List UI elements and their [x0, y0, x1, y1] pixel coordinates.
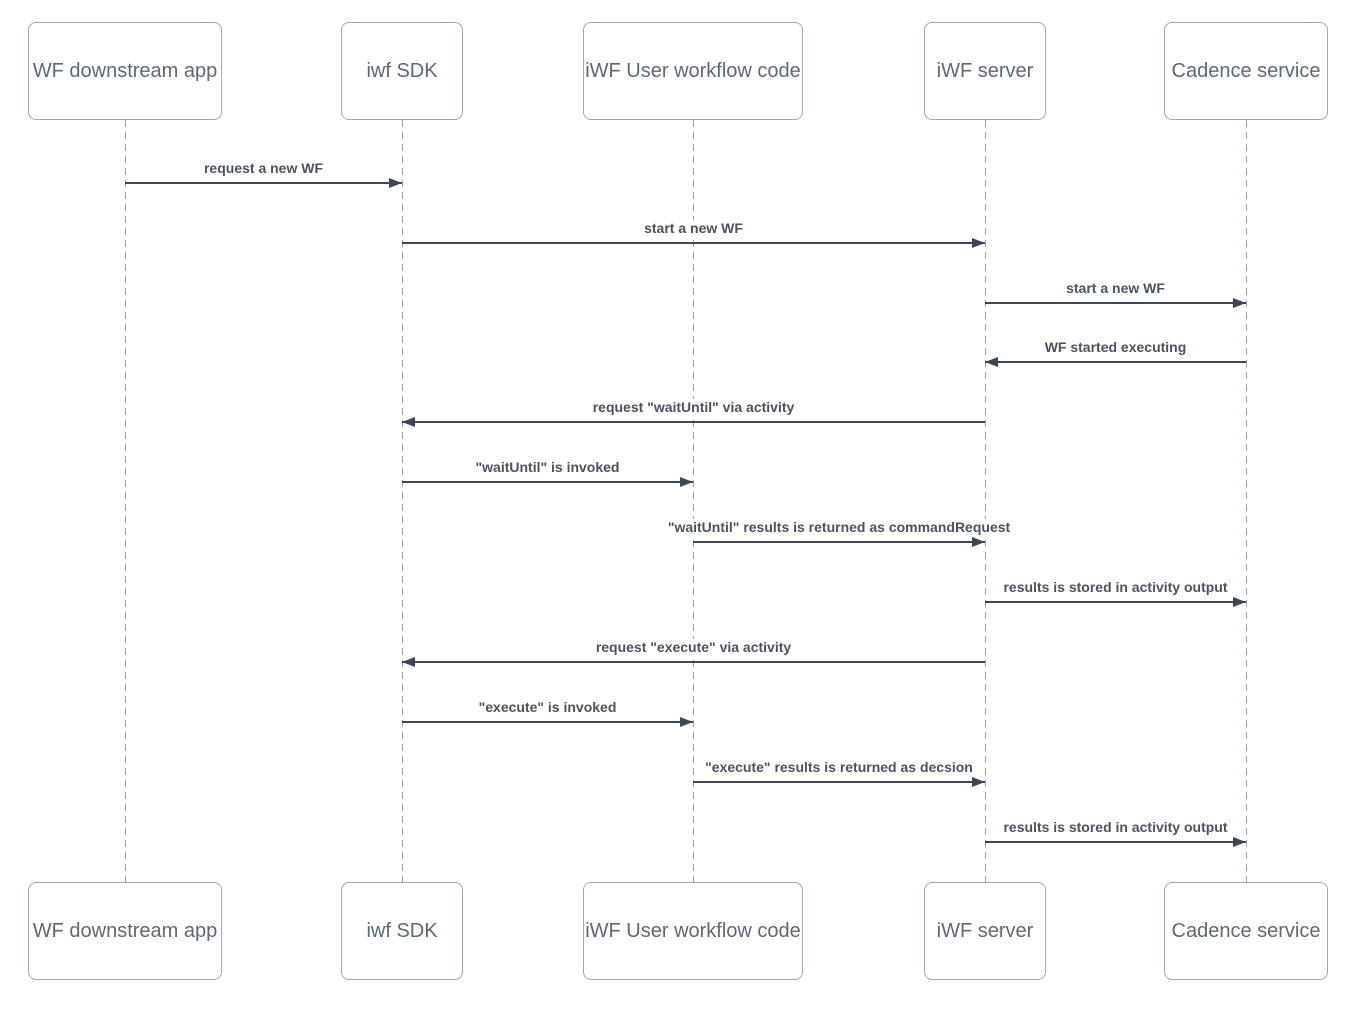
message-arrow-5 [402, 416, 985, 427]
message-label-12: results is stored in activity output [999, 819, 1232, 835]
arrowhead-icon [972, 536, 985, 547]
participant-box-iwf-sdk-top: iwf SDK [341, 22, 463, 120]
message-arrow-6 [402, 476, 693, 487]
arrowhead-icon [402, 416, 415, 427]
message-label-10: "execute" is invoked [474, 699, 621, 715]
message-label-1: request a new WF [199, 160, 328, 176]
arrowhead-icon [389, 177, 402, 188]
participant-label: iWF server [936, 919, 1034, 942]
message-label-9: request "execute" via activity [591, 639, 796, 655]
participant-box-iwf-user-workflow-code-bottom: iWF User workflow code [583, 882, 803, 980]
message-arrow-12 [985, 836, 1246, 847]
arrowhead-icon [985, 356, 998, 367]
message-arrow-3 [985, 297, 1246, 308]
participant-box-iwf-server-top: iWF server [924, 22, 1046, 120]
message-arrow-2 [402, 237, 985, 248]
participant-box-wf-downstream-app-top: WF downstream app [28, 22, 222, 120]
arrowhead-icon [972, 776, 985, 787]
message-arrow-4 [985, 356, 1246, 367]
lifeline-cadence-service [1246, 120, 1247, 882]
participant-label: iWF server [936, 59, 1034, 82]
message-label-2: start a new WF [640, 220, 747, 236]
participant-label: iWF User workflow code [585, 919, 801, 942]
message-arrow-8 [985, 596, 1246, 607]
participant-label: WF downstream app [32, 59, 218, 82]
message-arrow-11 [693, 776, 985, 787]
message-arrow-10 [402, 716, 693, 727]
arrowhead-icon [972, 237, 985, 248]
arrowhead-icon [680, 716, 693, 727]
arrowhead-icon [402, 656, 415, 667]
arrowhead-icon [1233, 836, 1246, 847]
participant-box-cadence-service-bottom: Cadence service [1164, 882, 1328, 980]
message-label-8: results is stored in activity output [999, 579, 1232, 595]
lifeline-iwf-user-workflow-code [693, 120, 694, 882]
message-label-4: WF started executing [1040, 339, 1191, 355]
message-label-7: "waitUntil" results is returned as comma… [663, 519, 1015, 535]
participant-box-iwf-sdk-bottom: iwf SDK [341, 882, 463, 980]
message-arrow-7 [693, 536, 985, 547]
lifeline-wf-downstream-app [125, 120, 126, 882]
arrowhead-icon [680, 476, 693, 487]
message-label-11: "execute" results is returned as decsion [701, 759, 977, 775]
participant-label: Cadence service [1171, 59, 1321, 82]
message-label-6: "waitUntil" is invoked [471, 459, 624, 475]
message-label-5: request "waitUntil" via activity [588, 399, 799, 415]
participant-box-cadence-service-top: Cadence service [1164, 22, 1328, 120]
lifeline-iwf-sdk [402, 120, 403, 882]
participant-box-iwf-server-bottom: iWF server [924, 882, 1046, 980]
lifeline-iwf-server [985, 120, 986, 882]
arrowhead-icon [1233, 596, 1246, 607]
participant-label: Cadence service [1171, 919, 1321, 942]
message-arrow-1 [125, 177, 402, 188]
participant-label: iWF User workflow code [585, 59, 801, 82]
arrowhead-icon [1233, 297, 1246, 308]
message-arrow-9 [402, 656, 985, 667]
participant-label: iwf SDK [366, 919, 438, 942]
message-label-3: start a new WF [1062, 280, 1169, 296]
participant-box-iwf-user-workflow-code-top: iWF User workflow code [583, 22, 803, 120]
participant-label: iwf SDK [366, 59, 438, 82]
participant-box-wf-downstream-app-bottom: WF downstream app [28, 882, 222, 980]
participant-label: WF downstream app [32, 919, 218, 942]
